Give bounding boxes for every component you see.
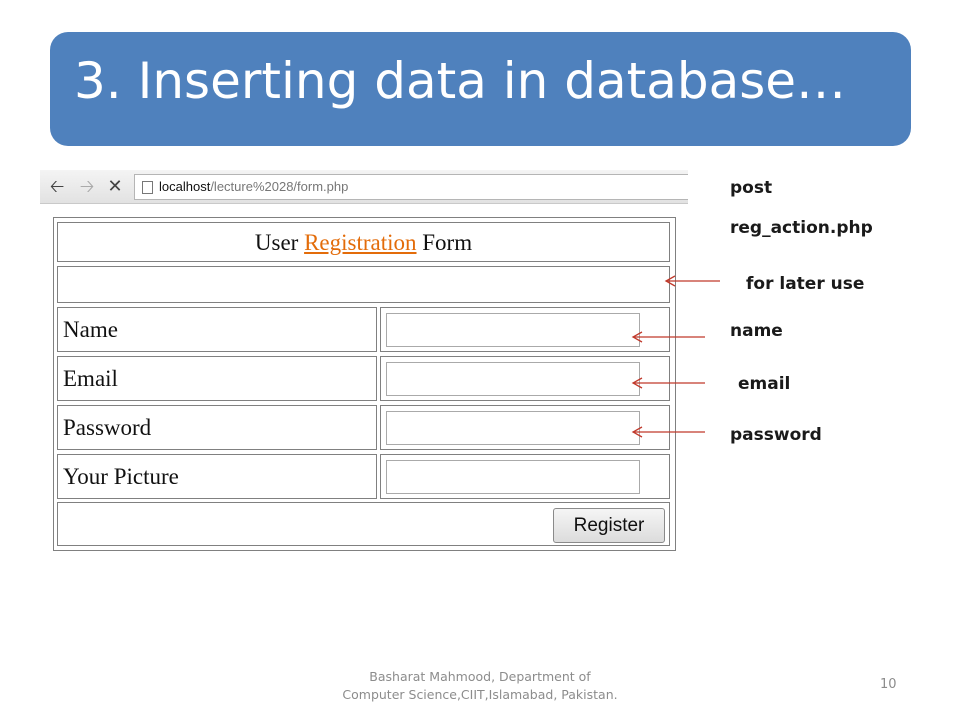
email-input[interactable] xyxy=(386,362,640,396)
email-label: Email xyxy=(57,356,377,401)
url-path: /lecture%2028/form.php xyxy=(210,179,349,194)
blank-row xyxy=(57,266,670,303)
heading-link[interactable]: Registration xyxy=(304,230,417,255)
address-bar[interactable]: localhost/lecture%2028/form.php xyxy=(134,174,688,200)
password-label: Password xyxy=(57,405,377,450)
submit-row: Register xyxy=(57,502,670,546)
arrow-name-head xyxy=(631,331,643,343)
back-arrow-icon[interactable]: 🡠 xyxy=(49,176,65,197)
picture-label: Your Picture xyxy=(57,454,377,499)
name-input[interactable] xyxy=(386,313,640,347)
note-method: post xyxy=(730,178,773,198)
slide-title-bar: 3. Inserting data in database… xyxy=(50,32,911,146)
url-host: localhost xyxy=(159,179,211,194)
arrow-email-head xyxy=(631,377,643,389)
footer-line2: Computer Science,CIIT,Islamabad, Pakista… xyxy=(342,687,618,702)
name-label: Name xyxy=(57,307,377,352)
arrow-blank-row-head xyxy=(664,275,676,287)
note-blank-row: for later use xyxy=(746,274,865,294)
slide-footer: Basharat Mahmood, Department of Computer… xyxy=(330,668,630,704)
arrow-password-head xyxy=(631,426,643,438)
registration-form: User Registration Form Name Email Passwo… xyxy=(53,217,676,551)
password-cell xyxy=(380,405,670,450)
note-email: email xyxy=(738,374,791,394)
form-heading: User Registration Form xyxy=(57,222,670,262)
slide-title: 3. Inserting data in database… xyxy=(74,52,847,110)
register-button[interactable]: Register xyxy=(553,508,665,543)
close-icon[interactable]: ✕ xyxy=(107,176,123,197)
email-cell xyxy=(380,356,670,401)
browser-toolbar: 🡠 🡢 ✕ localhost/lecture%2028/form.php xyxy=(40,170,688,204)
note-password: password xyxy=(730,425,822,445)
picture-cell xyxy=(380,454,670,499)
page-icon xyxy=(142,181,153,194)
forward-arrow-icon[interactable]: 🡢 xyxy=(79,176,95,197)
heading-prefix: User xyxy=(254,230,305,255)
note-action: reg_action.php xyxy=(730,218,873,238)
heading-suffix: Form xyxy=(416,230,473,255)
password-input[interactable] xyxy=(386,411,640,445)
name-cell xyxy=(380,307,670,352)
picture-input[interactable] xyxy=(386,460,640,494)
footer-line1: Basharat Mahmood, Department of xyxy=(369,669,591,684)
page-number: 10 xyxy=(880,677,897,692)
note-name: name xyxy=(730,321,783,341)
